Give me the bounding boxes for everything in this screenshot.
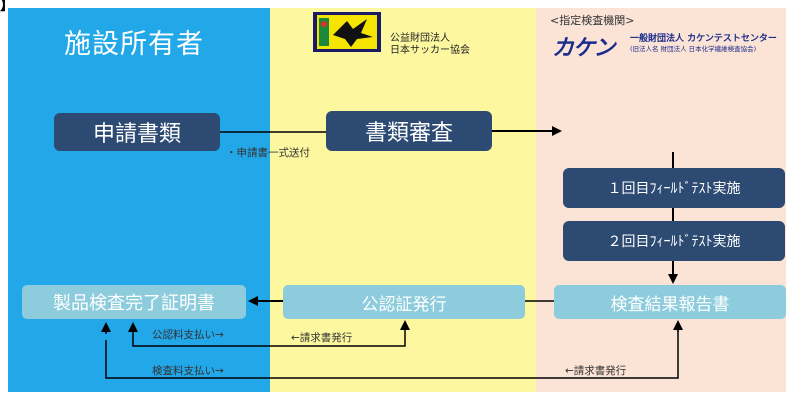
testing-org-heading: <指定検査機関> <box>550 14 635 27</box>
kaken-name: 一般財団法人 カケンテストセンター <box>630 34 777 44</box>
certification-fee-label: 公認料支払い→ <box>152 329 224 341</box>
crow-icon <box>319 18 373 47</box>
inspection-report-box: 検査結果報告書 <box>554 285 786 319</box>
inspection-certificate-box: 製品検査完了証明書 <box>22 285 246 319</box>
association-name-line1: 公益財団法人 <box>390 33 450 44</box>
field-test-1-box: １回目ﾌｨｰﾙﾄﾞﾃｽﾄ実施 <box>563 168 785 208</box>
invoice-issue-label-2: ←請求書発行 <box>565 365 627 377</box>
loop-kensaryo <box>105 330 679 379</box>
owner-column <box>8 8 270 392</box>
jfa-logo-emblem <box>317 15 377 49</box>
invoice-issue-label-1: ←請求書発行 <box>291 332 353 344</box>
field-test-2-box: ２回目ﾌｨｰﾙﾄﾞﾃｽﾄ実施 <box>563 221 785 261</box>
loop-ninshoryo <box>132 323 406 347</box>
inspection-fee-label: 検査料支払い→ <box>152 365 224 377</box>
send-documents-label: ・申請書一式送付 <box>226 147 310 159</box>
application-documents-box: 申請書類 <box>54 113 220 151</box>
header-bracket: 】 <box>0 0 14 14</box>
kaken-logo: カケン <box>552 36 615 61</box>
owner-title: 施設所有者 <box>64 29 204 60</box>
document-review-box: 書類審査 <box>326 111 492 151</box>
kaken-former-name: (旧法人名 財団法人 日本化学繊維検査協会) <box>630 45 757 53</box>
association-name-line2: 日本サッカー協会 <box>390 45 470 56</box>
certification-issue-box: 公認証発行 <box>283 285 525 319</box>
